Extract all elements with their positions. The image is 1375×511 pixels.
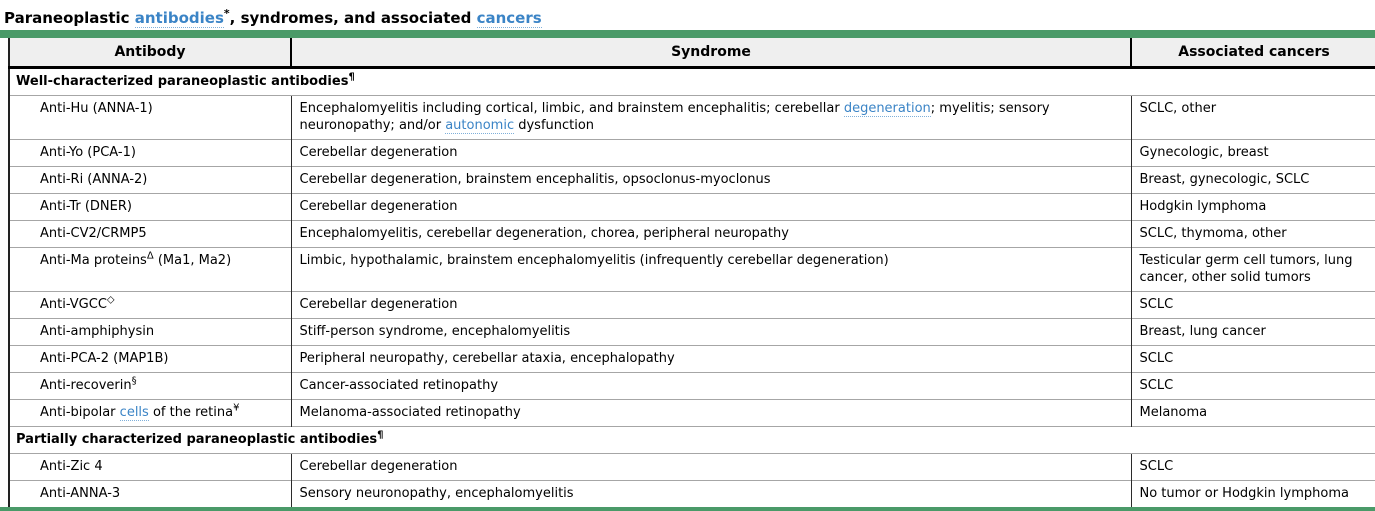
- section-label: Well-characterized paraneoplastic antibo…: [16, 74, 349, 89]
- table-row: Anti-PCA-2 (MAP1B)Peripheral neuropathy,…: [9, 345, 1375, 373]
- antibodies-link[interactable]: antibodies: [134, 9, 224, 28]
- table-body: Well-characterized paraneoplastic antibo…: [9, 67, 1375, 507]
- column-header-associated-cancers: Associated cancers: [1130, 38, 1375, 69]
- syndrome-cell: Cerebellar degeneration: [290, 453, 1131, 481]
- column-header-syndrome: Syndrome: [290, 38, 1131, 69]
- column-header-antibody: Antibody: [9, 38, 291, 69]
- page-title: Paraneoplastic antibodies*, syndromes, a…: [0, 0, 1375, 30]
- section-header: Well-characterized paraneoplastic antibo…: [9, 67, 1375, 96]
- syndrome-cell: Limbic, hypothalamic, brainstem encephal…: [290, 247, 1131, 292]
- antibody-cell: Anti-Ma proteinsΔ (Ma1, Ma2): [9, 247, 291, 292]
- footnote-marker: ¶: [377, 429, 384, 441]
- cancers-cell: SCLC, other: [1130, 95, 1375, 140]
- antibody-cell: Anti-recoverin§: [9, 372, 291, 400]
- title-text-2: , syndromes, and associated: [229, 9, 477, 27]
- table-row: Anti-recoverin§Cancer-associated retinop…: [9, 372, 1375, 400]
- table-row: Anti-Ma proteinsΔ (Ma1, Ma2)Limbic, hypo…: [9, 247, 1375, 292]
- cancers-cell: Breast, lung cancer: [1130, 318, 1375, 346]
- syndrome-cell: Melanoma-associated retinopathy: [290, 399, 1131, 427]
- footnote-marker: §: [131, 375, 137, 387]
- syndrome-cell: Cerebellar degeneration, brainstem encep…: [290, 166, 1131, 194]
- table-header-row: Antibody Syndrome Associated cancers: [9, 38, 1375, 69]
- table-row: Anti-bipolar cells of the retina¥Melanom…: [9, 399, 1375, 427]
- title-footnote-marker: *: [223, 7, 230, 20]
- antibody-cell: Anti-Hu (ANNA-1): [9, 95, 291, 140]
- syndrome-cell: Peripheral neuropathy, cerebellar ataxia…: [290, 345, 1131, 373]
- autonomic-link[interactable]: autonomic: [445, 118, 515, 134]
- syndrome-cell: Cancer-associated retinopathy: [290, 372, 1131, 400]
- syndrome-cell: Stiff-person syndrome, encephalomyelitis: [290, 318, 1131, 346]
- syndrome-cell: Encephalomyelitis, cerebellar degenerati…: [290, 220, 1131, 248]
- table-frame: Antibody Syndrome Associated cancers Wel…: [0, 30, 1375, 511]
- syndrome-cell: Encephalomyelitis including cortical, li…: [290, 95, 1131, 140]
- cancers-cell: Breast, gynecologic, SCLC: [1130, 166, 1375, 194]
- syndrome-cell: Cerebellar degeneration: [290, 291, 1131, 319]
- table-row: Anti-Hu (ANNA-1)Encephalomyelitis includ…: [9, 95, 1375, 140]
- cancers-cell: SCLC, thymoma, other: [1130, 220, 1375, 248]
- antibody-cell: Anti-Ri (ANNA-2): [9, 166, 291, 194]
- syndrome-cell: Cerebellar degeneration: [290, 139, 1131, 167]
- antibody-cell: Anti-bipolar cells of the retina¥: [9, 399, 291, 427]
- antibody-cell: Anti-VGCC◇: [9, 291, 291, 319]
- antibody-cell: Anti-PCA-2 (MAP1B): [9, 345, 291, 373]
- section-header-row: Partially characterized paraneoplastic a…: [9, 426, 1375, 454]
- antibody-cell: Anti-Tr (DNER): [9, 193, 291, 221]
- footnote-marker: ◇: [106, 294, 115, 306]
- footnote-marker: ¥: [233, 402, 240, 414]
- cancers-cell: SCLC: [1130, 372, 1375, 400]
- antibody-cell: Anti-CV2/CRMP5: [9, 220, 291, 248]
- title-text-1: Paraneoplastic: [4, 9, 135, 27]
- antibody-cell: Anti-ANNA-3: [9, 480, 291, 507]
- cancers-cell: Hodgkin lymphoma: [1130, 193, 1375, 221]
- antibody-syndrome-cancer-table: Antibody Syndrome Associated cancers Wel…: [8, 38, 1375, 507]
- section-header: Partially characterized paraneoplastic a…: [9, 426, 1375, 454]
- footnote-marker: Δ: [146, 250, 154, 262]
- antibody-cell: Anti-Zic 4: [9, 453, 291, 481]
- syndrome-cell: Sensory neuronopathy, encephalomyelitis: [290, 480, 1131, 507]
- antibody-cell: Anti-Yo (PCA-1): [9, 139, 291, 167]
- cancers-link[interactable]: cancers: [476, 9, 542, 28]
- footnote-marker: ¶: [348, 71, 355, 83]
- cancers-cell: No tumor or Hodgkin lymphoma: [1130, 480, 1375, 507]
- degeneration-link[interactable]: degeneration: [843, 101, 931, 117]
- section-header-row: Well-characterized paraneoplastic antibo…: [9, 67, 1375, 96]
- syndrome-cell: Cerebellar degeneration: [290, 193, 1131, 221]
- antibody-cell: Anti-amphiphysin: [9, 318, 291, 346]
- section-label: Partially characterized paraneoplastic a…: [16, 432, 378, 447]
- cancers-cell: Gynecologic, breast: [1130, 139, 1375, 167]
- cancers-cell: Melanoma: [1130, 399, 1375, 427]
- cancers-cell: SCLC: [1130, 291, 1375, 319]
- cancers-cell: Testicular germ cell tumors, lung cancer…: [1130, 247, 1375, 292]
- cells-link[interactable]: cells: [119, 405, 149, 421]
- table-row: Anti-Ri (ANNA-2)Cerebellar degeneration,…: [9, 166, 1375, 194]
- cancers-cell: SCLC: [1130, 345, 1375, 373]
- cancers-cell: SCLC: [1130, 453, 1375, 481]
